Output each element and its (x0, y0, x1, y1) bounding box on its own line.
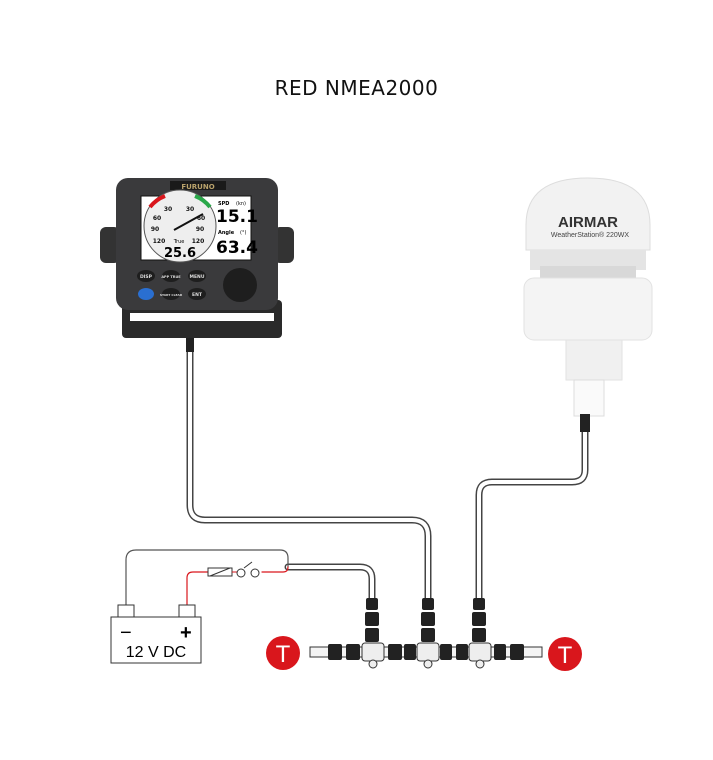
svg-text:T: T (276, 641, 291, 668)
disp-button[interactable]: DISP (140, 274, 153, 280)
svg-text:SPD: SPD (218, 201, 229, 207)
power-drop-cable (284, 563, 376, 602)
dial-tick-labels: 30 30 60 60 90 90 120 120 (151, 206, 205, 245)
sensor-drop-cable (475, 426, 589, 602)
sensor-model: WeatherStation® 220WX (551, 231, 630, 239)
display-drop-cable (186, 346, 432, 602)
svg-text:60: 60 (197, 215, 205, 222)
terminator-right: T (548, 637, 582, 671)
svg-text:60: 60 (153, 215, 161, 222)
tee-connector (416, 642, 440, 662)
svg-text:(kn): (kn) (236, 201, 246, 207)
fuse-icon (207, 567, 237, 577)
svg-text:30: 30 (186, 206, 194, 213)
svg-text:90: 90 (196, 226, 204, 233)
switch-icon (236, 561, 260, 578)
battery-label: 12 V DC (126, 644, 186, 661)
sensor-brand: AIRMAR (558, 214, 618, 231)
svg-text:90: 90 (151, 226, 159, 233)
airmar-weatherstation: AIRMAR WeatherStation® 220WX (523, 177, 653, 432)
svg-text:120: 120 (192, 238, 205, 245)
start-clear-button[interactable]: START CLEAR (160, 293, 183, 297)
dial-value: 25.6 (164, 246, 196, 261)
speed-value: 15.1 (216, 207, 258, 227)
ent-button[interactable]: ENT (192, 292, 203, 298)
battery-minus: − (120, 622, 132, 644)
positive-wire (186, 571, 209, 607)
negative-wire (125, 549, 289, 607)
terminator-left: T (266, 636, 300, 670)
svg-text:True: True (173, 239, 185, 245)
svg-text:120: 120 (153, 238, 166, 245)
display-brand: FURUNO (181, 183, 214, 191)
svg-text:Angle: Angle (218, 230, 235, 236)
cursor-pad[interactable] (223, 268, 257, 302)
battery: − + 12 V DC (110, 604, 202, 664)
app-true-button[interactable]: APP TRUE (161, 275, 181, 279)
furuno-display: FURUNO 30 30 60 60 90 90 120 120 True 25… (100, 178, 294, 352)
tee-connector (468, 642, 492, 662)
svg-text:30: 30 (164, 206, 172, 213)
nmea-backbone (309, 598, 543, 669)
backbone-cables (125, 346, 589, 607)
power-button[interactable] (138, 288, 154, 300)
svg-text:T: T (558, 642, 573, 669)
svg-text:(°): (°) (240, 230, 246, 236)
diagram-title: RED NMEA2000 (274, 76, 439, 100)
angle-value: 63.4 (216, 238, 258, 258)
menu-button[interactable]: MENU (190, 274, 205, 280)
tee-connector (361, 642, 385, 662)
battery-plus: + (180, 622, 192, 644)
